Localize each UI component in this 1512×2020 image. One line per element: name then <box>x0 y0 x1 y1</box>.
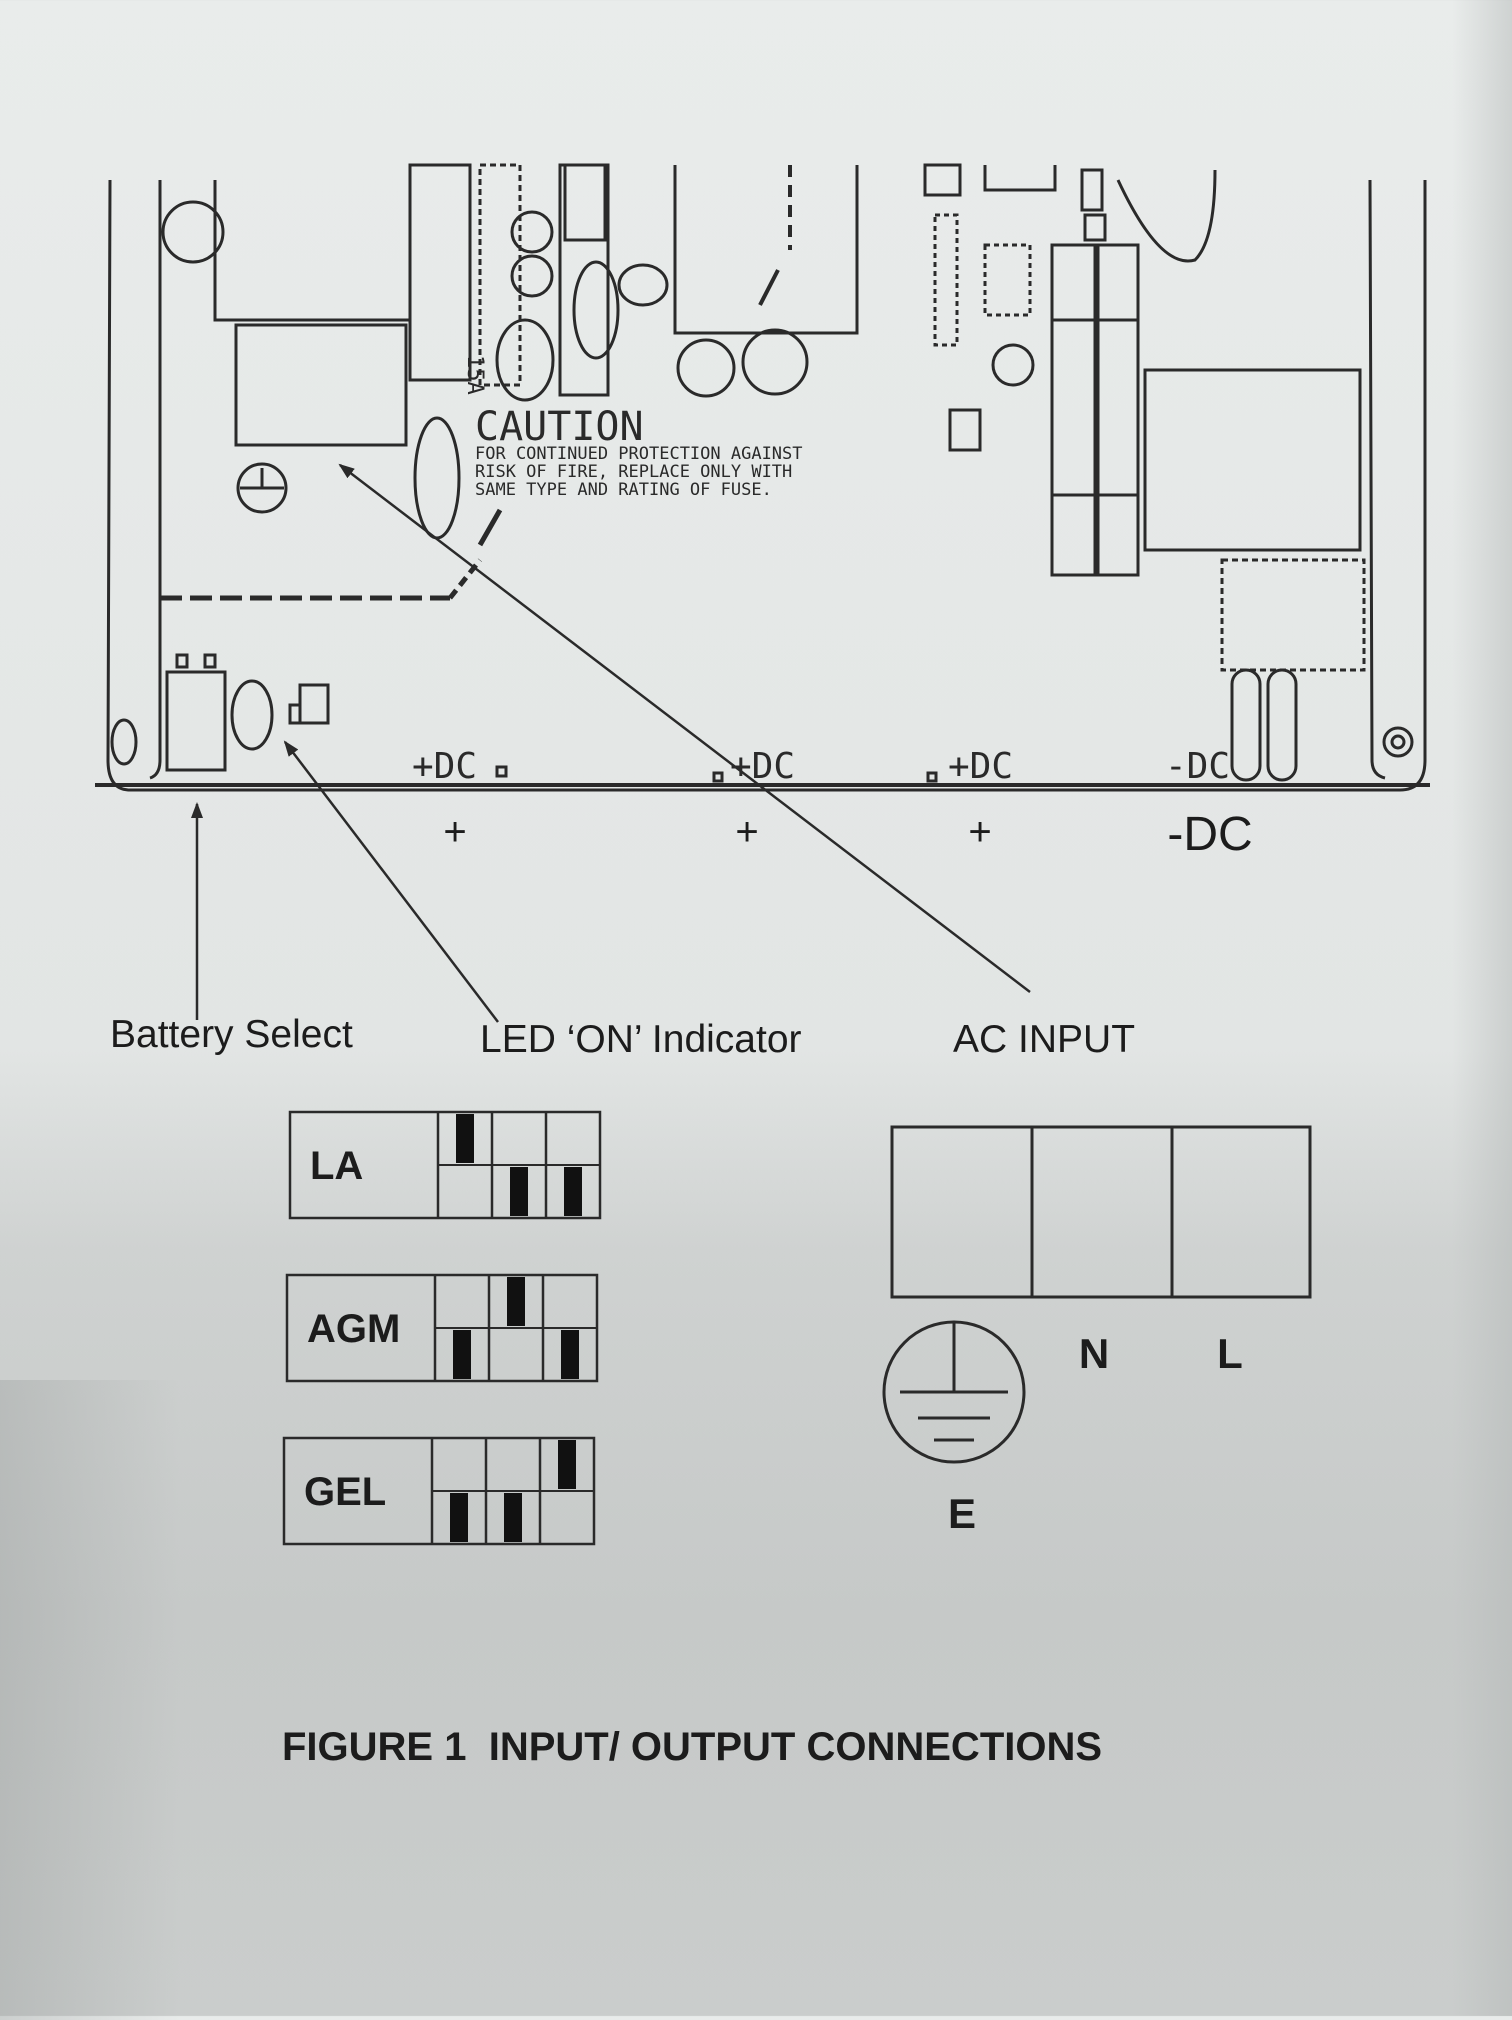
dip-switch-3 <box>564 1167 582 1216</box>
led-indicator-label: LED ‘ON’ Indicator <box>480 1018 802 1061</box>
caution-title: CAUTION <box>475 404 644 450</box>
ac-terminal-labels: N L E <box>948 1330 1243 1537</box>
terminal-plus-1: + <box>443 810 466 854</box>
terminal-plus-3: + <box>968 810 991 854</box>
mode-label: LA <box>310 1144 363 1188</box>
ac-input-arrow <box>338 463 1031 993</box>
mode-label: GEL <box>304 1470 386 1514</box>
dip-switch-1 <box>453 1330 471 1379</box>
mode-label: AGM <box>307 1307 400 1351</box>
caution-line-3: SAME TYPE AND RATING OF FUSE. <box>475 480 772 500</box>
dip-switch-2 <box>510 1167 528 1216</box>
dip-switch-3 <box>561 1330 579 1379</box>
silk-dc-1: +DC <box>412 746 477 787</box>
battery-mode-agm: AGM <box>285 1273 599 1383</box>
dip-switch-2 <box>507 1277 525 1326</box>
dip-switch-2 <box>504 1493 522 1542</box>
neutral-label: N <box>1079 1330 1109 1377</box>
battery-mode-tables: LA AGM GEL <box>282 1110 602 1546</box>
battery-mode-la: LA <box>288 1110 602 1220</box>
silk-dc-4: -DC <box>1165 746 1230 787</box>
pcb-components <box>160 163 1366 782</box>
terminal-labels: + + + -DC <box>443 808 1252 861</box>
led-indicator-arrow <box>283 740 499 1023</box>
shadow-left <box>0 1380 180 2020</box>
pcb-silkscreen: CAUTION FOR CONTINUED PROTECTION AGAINST… <box>412 355 1230 787</box>
terminal-negative: -DC <box>1167 808 1252 861</box>
pcb-terminal-pads <box>495 765 938 783</box>
ac-terminal-block <box>882 1125 1312 1464</box>
figure-caption: FIGURE 1 INPUT/ OUTPUT CONNECTIONS <box>282 1725 1102 1769</box>
callout-arrows <box>191 463 1031 1023</box>
callout-labels: Battery Select LED ‘ON’ Indicator AC INP… <box>110 1013 1135 1061</box>
dip-switch-3 <box>558 1440 576 1489</box>
shadow-right <box>1452 0 1512 2016</box>
earth-label: E <box>948 1490 976 1537</box>
battery-mode-gel: GEL <box>282 1436 596 1546</box>
battery-select-label: Battery Select <box>110 1013 353 1056</box>
dip-switch-1 <box>450 1493 468 1542</box>
fuse-rating: 15A <box>462 355 487 395</box>
ac-terminal-outline <box>890 1125 1312 1299</box>
live-label: L <box>1217 1330 1243 1377</box>
dip-switch-1 <box>456 1114 474 1163</box>
silk-dc-2: +DC <box>730 746 795 787</box>
caution-line-1: FOR CONTINUED PROTECTION AGAINST <box>475 444 803 464</box>
ac-input-label: AC INPUT <box>953 1018 1135 1061</box>
silk-dc-3: +DC <box>948 746 1013 787</box>
terminal-plus-2: + <box>735 810 758 854</box>
caution-line-2: RISK OF FIRE, REPLACE ONLY WITH <box>475 462 792 482</box>
